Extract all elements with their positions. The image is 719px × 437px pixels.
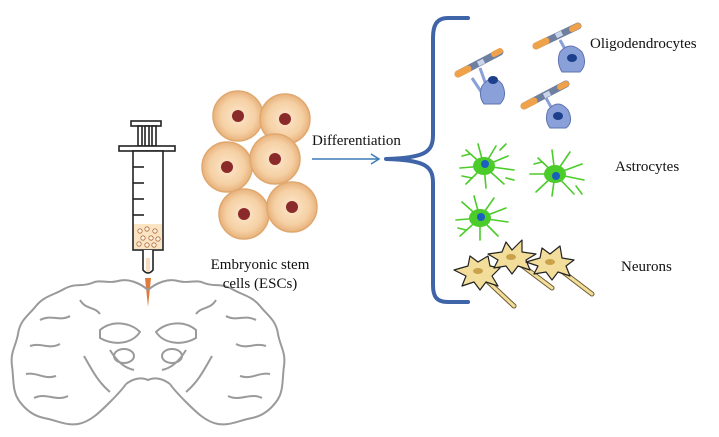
oligodendrocytes-group — [454, 22, 586, 129]
neurons-label: Neurons — [621, 259, 672, 275]
needle-icon — [145, 278, 151, 307]
esc-label-line1: Embryonic stem — [210, 257, 310, 273]
embryonic-stem-cell-icon — [201, 141, 253, 193]
esc-label: Embryonic stem cells (ESCs) — [190, 256, 330, 294]
astrocytes-label: Astrocytes — [615, 159, 680, 175]
oligodendrocyte-icon — [520, 80, 572, 129]
astrocytes-group — [455, 143, 585, 241]
embryonic-stem-cell-icon — [266, 181, 318, 233]
syringe-icon — [118, 120, 176, 274]
curly-bracket — [384, 16, 470, 304]
differentiation-arrow — [312, 153, 381, 165]
astrocyte-icon — [459, 143, 515, 189]
oligodendrocytes-label: Oligodendrocytes — [590, 36, 697, 52]
embryonic-stem-cell-icon — [212, 90, 264, 142]
embryonic-stem-cells — [201, 90, 318, 240]
oligodendrocyte-icon — [532, 22, 586, 73]
embryonic-stem-cell-icon — [218, 188, 270, 240]
differentiation-label: Differentiation — [312, 133, 401, 149]
esc-label-line2: cells (ESCs) — [222, 276, 298, 292]
astrocyte-icon — [455, 195, 509, 241]
neuron-icon — [453, 255, 517, 309]
astrocyte-icon — [529, 149, 585, 197]
brain-outline-icon — [10, 279, 286, 426]
neurons-group — [453, 239, 595, 309]
oligodendrocyte-icon — [454, 48, 506, 105]
neuron-icon — [487, 239, 555, 291]
embryonic-stem-cell-icon — [249, 133, 301, 185]
neuron-icon — [525, 245, 595, 297]
